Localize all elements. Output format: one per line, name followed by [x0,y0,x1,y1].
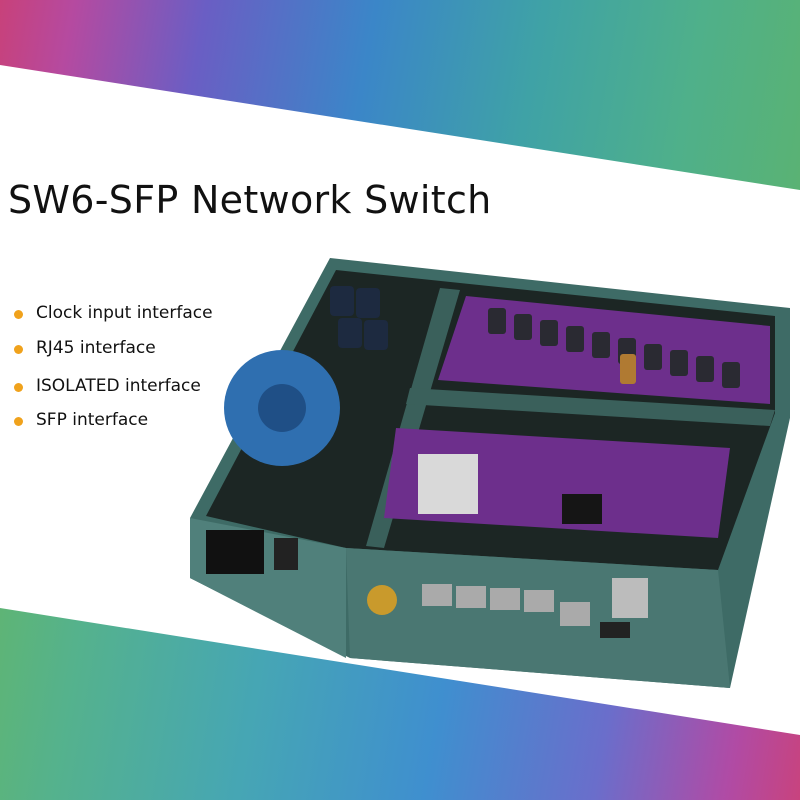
feature-label: SFP interface [36,410,149,430]
sfp-cage [600,622,630,638]
rj45-port [524,590,554,612]
network-switch-photo [190,258,790,688]
main-pcb [384,428,730,538]
rj45-isolated-port [560,602,590,626]
upper-pcb [438,296,770,404]
capacitor [356,288,380,318]
bullet-dot-icon [14,417,23,426]
feature-label: ISOLATED interface [36,376,201,396]
rj45-port [490,588,520,610]
front-panel-ports [367,578,648,638]
power-supply-section [206,286,388,574]
bullet-dot-icon [14,345,23,354]
bnc-clock-connector [367,585,397,615]
feature-label: RJ45 interface [36,338,156,358]
power-switch [274,538,298,570]
sfp-module [612,578,648,618]
capacitor [364,320,388,350]
rj45-port [456,586,486,608]
heatsink [562,494,602,524]
rj45-port [422,584,452,606]
iec-power-inlet [206,530,264,574]
oscillator-module [418,454,478,514]
capacitor [330,286,354,316]
bullet-dot-icon [14,383,23,392]
capacitor [338,318,362,348]
bullet-dot-icon [14,310,23,319]
feature-label: Clock input interface [36,303,213,323]
capacitor-gold [620,354,636,384]
product-title: SW6-SFP Network Switch [8,178,492,222]
